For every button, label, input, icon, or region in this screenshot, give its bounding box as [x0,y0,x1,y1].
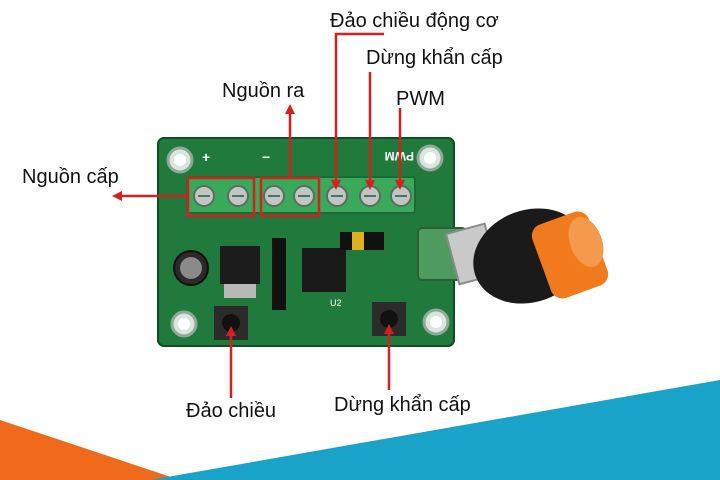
label-emergency-stop-top: Dừng khẩn cấp [366,47,503,69]
chip-label-text: U2 [330,298,342,308]
label-power-in: Nguồn cấp [22,166,119,188]
label-power-out: Nguồn ra [222,80,305,102]
orange-banner-shape [0,420,180,480]
label-emergency-stop-bottom: Dừng khẩn cấp [334,394,471,416]
potentiometer-knob [444,208,609,304]
label-reverse: Đảo chiều [186,400,277,422]
silk-minus-text: − [262,149,270,165]
label-pwm: PWM [396,88,445,110]
callout-arrowheads [112,104,405,336]
callout-lines [116,32,402,398]
label-reverse-motor: Đảo chiều động cơ [330,10,499,32]
pcb-board [157,137,467,347]
silk-plus-text: + [202,149,210,165]
blue-banner-shape [150,380,720,480]
